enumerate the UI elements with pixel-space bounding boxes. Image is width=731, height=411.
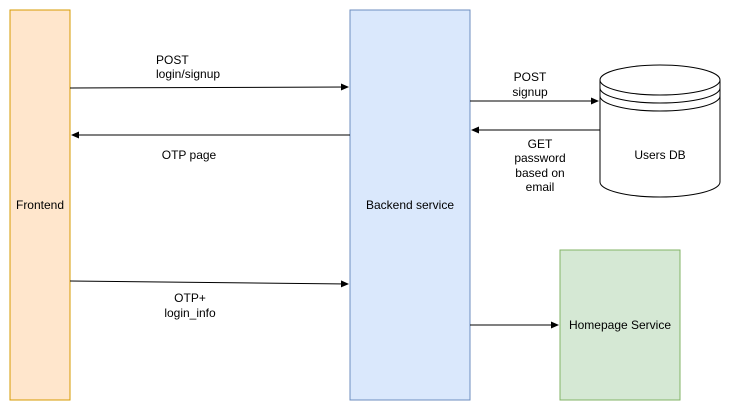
- backend-service-box: [349, 9, 471, 401]
- edge-get-password-label-2: password: [514, 151, 565, 165]
- edge-post-signup-label-2: signup: [512, 85, 548, 99]
- users-db-node[interactable]: Users DB: [599, 64, 721, 198]
- edge-get-password[interactable]: GET password based on email: [471, 126, 600, 194]
- backend-service-label: Backend service: [366, 198, 454, 212]
- edge-post-signup[interactable]: POST signup: [470, 70, 599, 105]
- edge-get-password-label-4: email: [526, 180, 555, 194]
- frontend-label: Frontend: [16, 198, 64, 212]
- frontend-box: [9, 9, 71, 401]
- homepage-service-box: [559, 249, 681, 401]
- edge-otp-login-info[interactable]: OTP+ login_info: [69, 280, 349, 320]
- edge-get-password-label-3: based on: [515, 166, 564, 180]
- edge-otp-page-label: OTP page: [162, 148, 217, 162]
- users-db-cylinder: [599, 64, 721, 198]
- users-db-rim: [599, 79, 721, 112]
- frontend-node[interactable]: Frontend: [9, 9, 71, 401]
- edge-get-password-label-1: GET: [528, 137, 553, 151]
- edge-otp-login-info-label-2: login_info: [164, 306, 216, 320]
- users-db-label: Users DB: [634, 148, 685, 162]
- edge-post-login-signup[interactable]: POST login/signup: [69, 53, 349, 91]
- edge-post-login-signup-label-2: login/signup: [156, 67, 220, 81]
- edge-post-login-signup-label-1: POST: [156, 53, 189, 67]
- edge-post-signup-label-1: POST: [514, 70, 547, 84]
- homepage-service-node[interactable]: Homepage Service: [559, 249, 681, 401]
- homepage-service-label: Homepage Service: [569, 318, 671, 332]
- edge-otp-page[interactable]: OTP page: [71, 131, 350, 162]
- backend-service-node[interactable]: Backend service: [349, 9, 471, 401]
- edge-post-login-signup-line: [69, 83, 349, 91]
- edge-otp-login-info-line: [69, 280, 349, 288]
- edge-otp-login-info-label-1: OTP+: [174, 291, 206, 305]
